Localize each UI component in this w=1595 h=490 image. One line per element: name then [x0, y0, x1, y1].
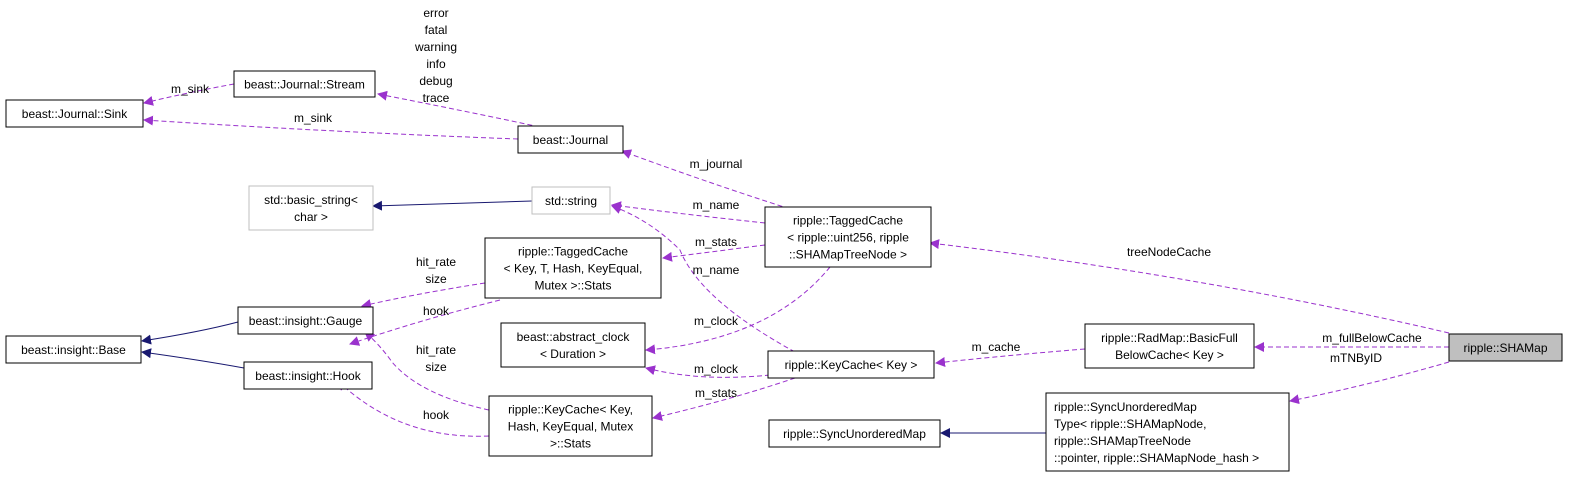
label-shamap-tagged: treeNodeCache: [1127, 245, 1211, 259]
node-journal-sink[interactable]: beast::Journal::Sink: [5, 99, 144, 128]
node-basic-string[interactable]: std::basic_string<char >: [248, 185, 374, 231]
edge-gauge-base: [141, 321, 239, 345]
label-keycache-clock: m_clock: [694, 362, 739, 376]
label-keycache-stats: m_stats: [695, 386, 737, 400]
edge-label-line: fatal: [425, 23, 448, 37]
edge-tagged-stats: [662, 244, 766, 262]
node-text-line: ripple::SyncUnorderedMap: [1054, 400, 1197, 414]
node-text-line: BelowCache< Key >: [1115, 348, 1224, 362]
edge-radmap-keycache: [935, 348, 1086, 368]
label-radmap-keycache: m_cache: [972, 340, 1021, 354]
node-text-line: Mutex >::Stats: [534, 279, 611, 293]
edge-label-line: info: [426, 57, 446, 71]
node-std-string[interactable]: std::string: [531, 186, 611, 215]
label-stream-sink: m_sink: [171, 82, 210, 96]
node-text-line: < Duration >: [540, 347, 606, 361]
label-kcstats-hook: hook: [423, 408, 450, 422]
label-tcstats-hook: hook: [423, 304, 450, 318]
edge-tcstats-gauge: [361, 282, 486, 309]
node-text-line: < ripple::uint256, ripple: [787, 231, 909, 245]
node-text-line: ripple::SyncUnorderedMap: [783, 427, 926, 441]
node-insight-base[interactable]: beast::insight::Base: [5, 335, 142, 364]
node-text-line: beast::Journal::Sink: [22, 107, 128, 121]
label-shamap-radmap: m_fullBelowCache: [1322, 331, 1422, 345]
node-text-line: ::pointer, ripple::SHAMapNode_hash >: [1054, 451, 1259, 465]
node-text-line: ripple::TaggedCache: [518, 245, 628, 259]
edge-label-line: debug: [419, 74, 452, 88]
node-keycache-stats[interactable]: ripple::KeyCache< Key,Hash, KeyEqual, Mu…: [488, 395, 653, 457]
node-journal-stream[interactable]: beast::Journal::Stream: [233, 70, 376, 98]
edge-label-line: size: [425, 272, 447, 286]
node-text-line: ripple::SHAMap: [1463, 341, 1547, 355]
node-text-line: beast::Journal: [533, 133, 608, 147]
node-shamap[interactable]: ripple::SHAMap: [1448, 333, 1563, 362]
edge-label-line: size: [425, 360, 447, 374]
label-journal-sink: m_sink: [294, 111, 333, 125]
label-tagged-clock: m_clock: [694, 314, 739, 328]
node-tagged-cache-stats[interactable]: ripple::TaggedCache< Key, T, Hash, KeyEq…: [484, 237, 662, 299]
node-sync-unordered-map[interactable]: ripple::SyncUnorderedMap: [768, 419, 941, 448]
edge-journal-sink: [143, 115, 519, 140]
label-journal-stream-levels: error fatal warning info debug trace: [414, 6, 457, 105]
node-text-line: < Key, T, Hash, KeyEqual,: [504, 262, 643, 276]
edge-tagged-string: [611, 201, 766, 224]
node-text-line: ripple::KeyCache< Key >: [785, 358, 918, 372]
edge-tagged-journal: [621, 149, 791, 210]
edge-journal-stream: [377, 90, 541, 128]
edge-keycache-stats: [652, 377, 796, 421]
edge-tagged-clock: [645, 266, 831, 355]
node-text-line: char >: [294, 210, 328, 224]
edge-label-line: error: [423, 6, 448, 20]
edge-shamap-syncmap: [1289, 361, 1450, 405]
edge-label-line: hit_rate: [416, 255, 456, 269]
edge-keycache-string: [611, 204, 796, 353]
node-text-line: beast::abstract_clock: [517, 330, 631, 344]
label-tagged-stats: m_stats: [695, 235, 737, 249]
edge-string-basicstring: [372, 200, 533, 211]
node-text-line: beast::insight::Gauge: [249, 314, 363, 328]
node-text-line: ripple::KeyCache< Key,: [508, 403, 633, 417]
label-tagged-string: m_name: [693, 198, 740, 212]
node-journal[interactable]: beast::Journal: [517, 125, 624, 154]
node-text-line: ripple::SHAMapTreeNode: [1054, 434, 1191, 448]
node-tagged-cache[interactable]: ripple::TaggedCache< ripple::uint256, ri…: [764, 206, 932, 268]
node-text-line: Type< ripple::SHAMapNode,: [1054, 417, 1206, 431]
node-text-line: beast::insight::Hook: [255, 369, 361, 383]
node-text-line: beast::Journal::Stream: [244, 78, 365, 92]
node-text-line: ripple::RadMap::BasicFull: [1101, 331, 1238, 345]
edge-kcstats-gauge: [364, 331, 490, 411]
edge-label-line: warning: [414, 40, 457, 54]
node-insight-hook[interactable]: beast::insight::Hook: [243, 361, 373, 390]
node-text-line: ::SHAMapTreeNode >: [789, 248, 907, 262]
edge-hook-base: [141, 348, 245, 369]
edge-shamap-tagged: [929, 239, 1450, 334]
node-abstract-clock[interactable]: beast::abstract_clock< Duration >: [500, 322, 646, 368]
label-tagged-journal: m_journal: [690, 157, 743, 171]
edge-keycache-clock: [645, 365, 771, 378]
node-text-line: std::basic_string<: [264, 193, 358, 207]
edge-kcstats-hook: [337, 380, 490, 437]
label-shamap-syncmap: mTNByID: [1330, 351, 1382, 365]
edge-label-line: trace: [423, 91, 450, 105]
node-text-line: ripple::TaggedCache: [793, 214, 903, 228]
label-keycache-string: m_name: [693, 263, 740, 277]
edge-stream-sink: [143, 83, 235, 106]
edge-label-line: hit_rate: [416, 343, 456, 357]
node-text-line: Hash, KeyEqual, Mutex: [508, 420, 633, 434]
node-text-line: std::string: [545, 194, 597, 208]
node-keycache[interactable]: ripple::KeyCache< Key >: [767, 350, 935, 379]
node-insight-gauge[interactable]: beast::insight::Gauge: [237, 306, 374, 335]
node-text-line: beast::insight::Base: [21, 343, 126, 357]
node-text-line: >::Stats: [550, 437, 591, 451]
